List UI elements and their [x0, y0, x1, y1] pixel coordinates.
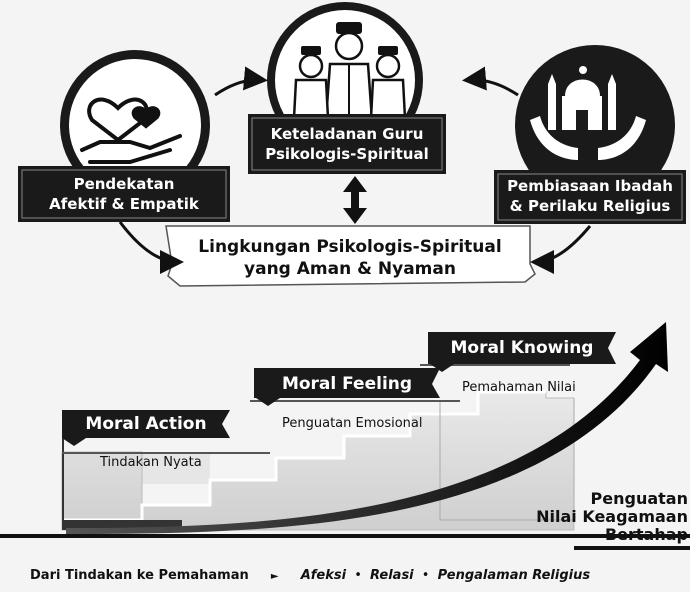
outcome-label: Penguatan Nilai Keagamaan Bertahap [520, 490, 688, 544]
baseline [0, 534, 690, 538]
step-banner-feeling [254, 368, 440, 406]
step-desc-action: Tindakan Nyata [100, 455, 202, 470]
footer-bullet-1: • [354, 568, 362, 583]
outcome-line3: Bertahap [604, 525, 688, 544]
connection-arrows [118, 66, 592, 274]
outcome-line1: Penguatan [590, 489, 688, 508]
footer-item-relasi: Relasi [370, 568, 414, 583]
footer-bullet-2: • [421, 568, 430, 583]
left-card-label: Pendekatan Afektif & Empatik [18, 174, 230, 214]
double-arrow [343, 176, 367, 224]
footer-left: Dari Tindakan ke Pemahaman [30, 568, 249, 583]
step-desc-knowing: Pemahaman Nilai [462, 380, 576, 395]
footer-item-pengalaman: Pengalaman Religius [437, 568, 591, 583]
heart-hand-icon [80, 97, 182, 164]
environment-line2: yang Aman & Nyaman [244, 259, 456, 279]
left-card-banner [18, 166, 230, 222]
right-card-label: Pembiasaan Ibadah & Perilaku Religius [494, 176, 686, 216]
right-card-banner [494, 170, 686, 224]
outcome-line2: Nilai Keagamaan [536, 507, 688, 526]
mosque-hands-icon [530, 66, 646, 160]
environment-line1: Lingkungan Psikologis-Spiritual [198, 237, 502, 257]
footer-separator: ► [270, 571, 279, 582]
outcome-underline [574, 546, 690, 550]
center-card-banner [248, 114, 446, 174]
step-banner-action [62, 410, 230, 446]
left-card-line2: Afektif & Empatik [49, 195, 199, 213]
center-card-label: Keteladanan Guru Psikologis-Spiritual [248, 124, 446, 164]
right-card-line1: Pembiasaan Ibadah [507, 177, 673, 195]
footer-item-afeksi: Afeksi [300, 568, 347, 583]
step-desc-feeling: Penguatan Emosional [282, 416, 423, 431]
step-title-knowing: Moral Knowing [450, 338, 594, 358]
footer: Dari Tindakan ke Pemahaman ► Afeksi • Re… [30, 568, 680, 583]
step-banner-knowing [428, 332, 616, 372]
left-card-line1: Pendekatan [73, 175, 175, 193]
environment-label: Lingkungan Psikologis-Spiritual yang Ama… [170, 236, 530, 280]
teacher-students-icon [292, 22, 407, 122]
right-card-line2: & Perilaku Religius [509, 197, 671, 215]
center-card-line1: Keteladanan Guru [270, 125, 424, 143]
center-card-line2: Psikologis-Spiritual [265, 145, 429, 163]
step-title-action: Moral Action [85, 414, 207, 434]
step-title-feeling: Moral Feeling [281, 374, 413, 394]
